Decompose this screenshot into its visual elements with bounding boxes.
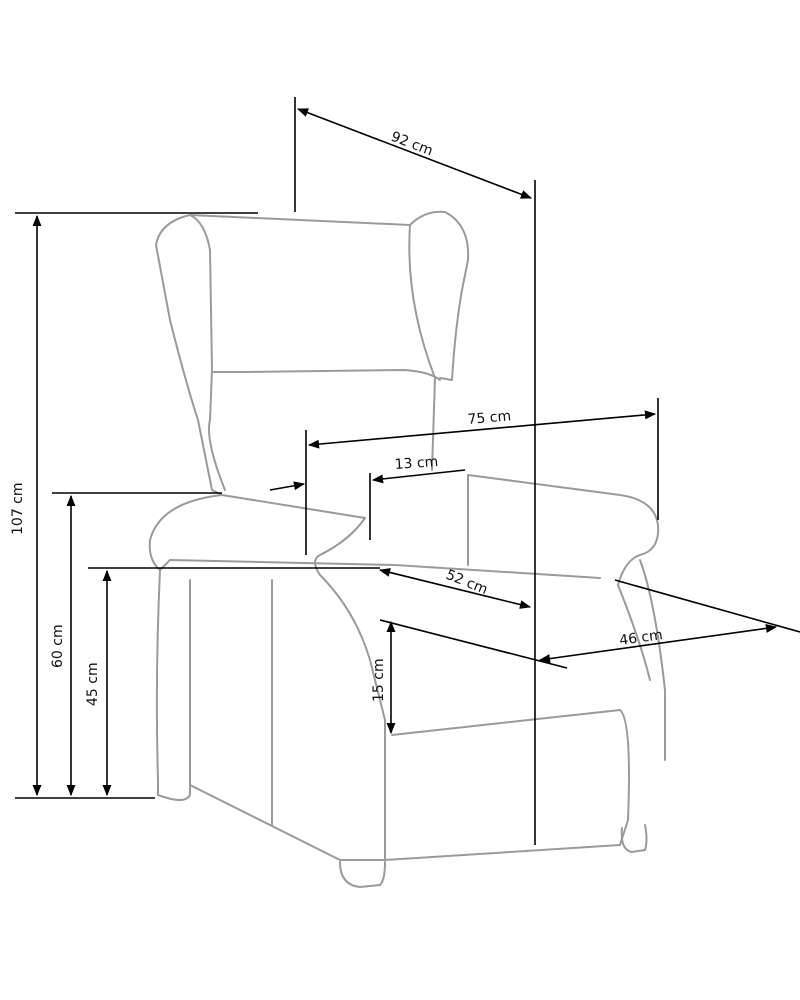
dimension-lines — [15, 97, 800, 845]
label-46cm: 46 cm — [618, 627, 663, 649]
armchair-outline — [148, 210, 666, 888]
label-13cm: 13 cm — [394, 454, 439, 473]
label-60cm: 60 cm — [50, 624, 66, 668]
label-107cm: 107 cm — [10, 482, 26, 535]
label-15cm: 15 cm — [371, 658, 387, 702]
label-45cm: 45 cm — [85, 662, 101, 706]
label-75cm: 75 cm — [467, 408, 512, 428]
label-92cm: 92 cm — [389, 129, 435, 160]
